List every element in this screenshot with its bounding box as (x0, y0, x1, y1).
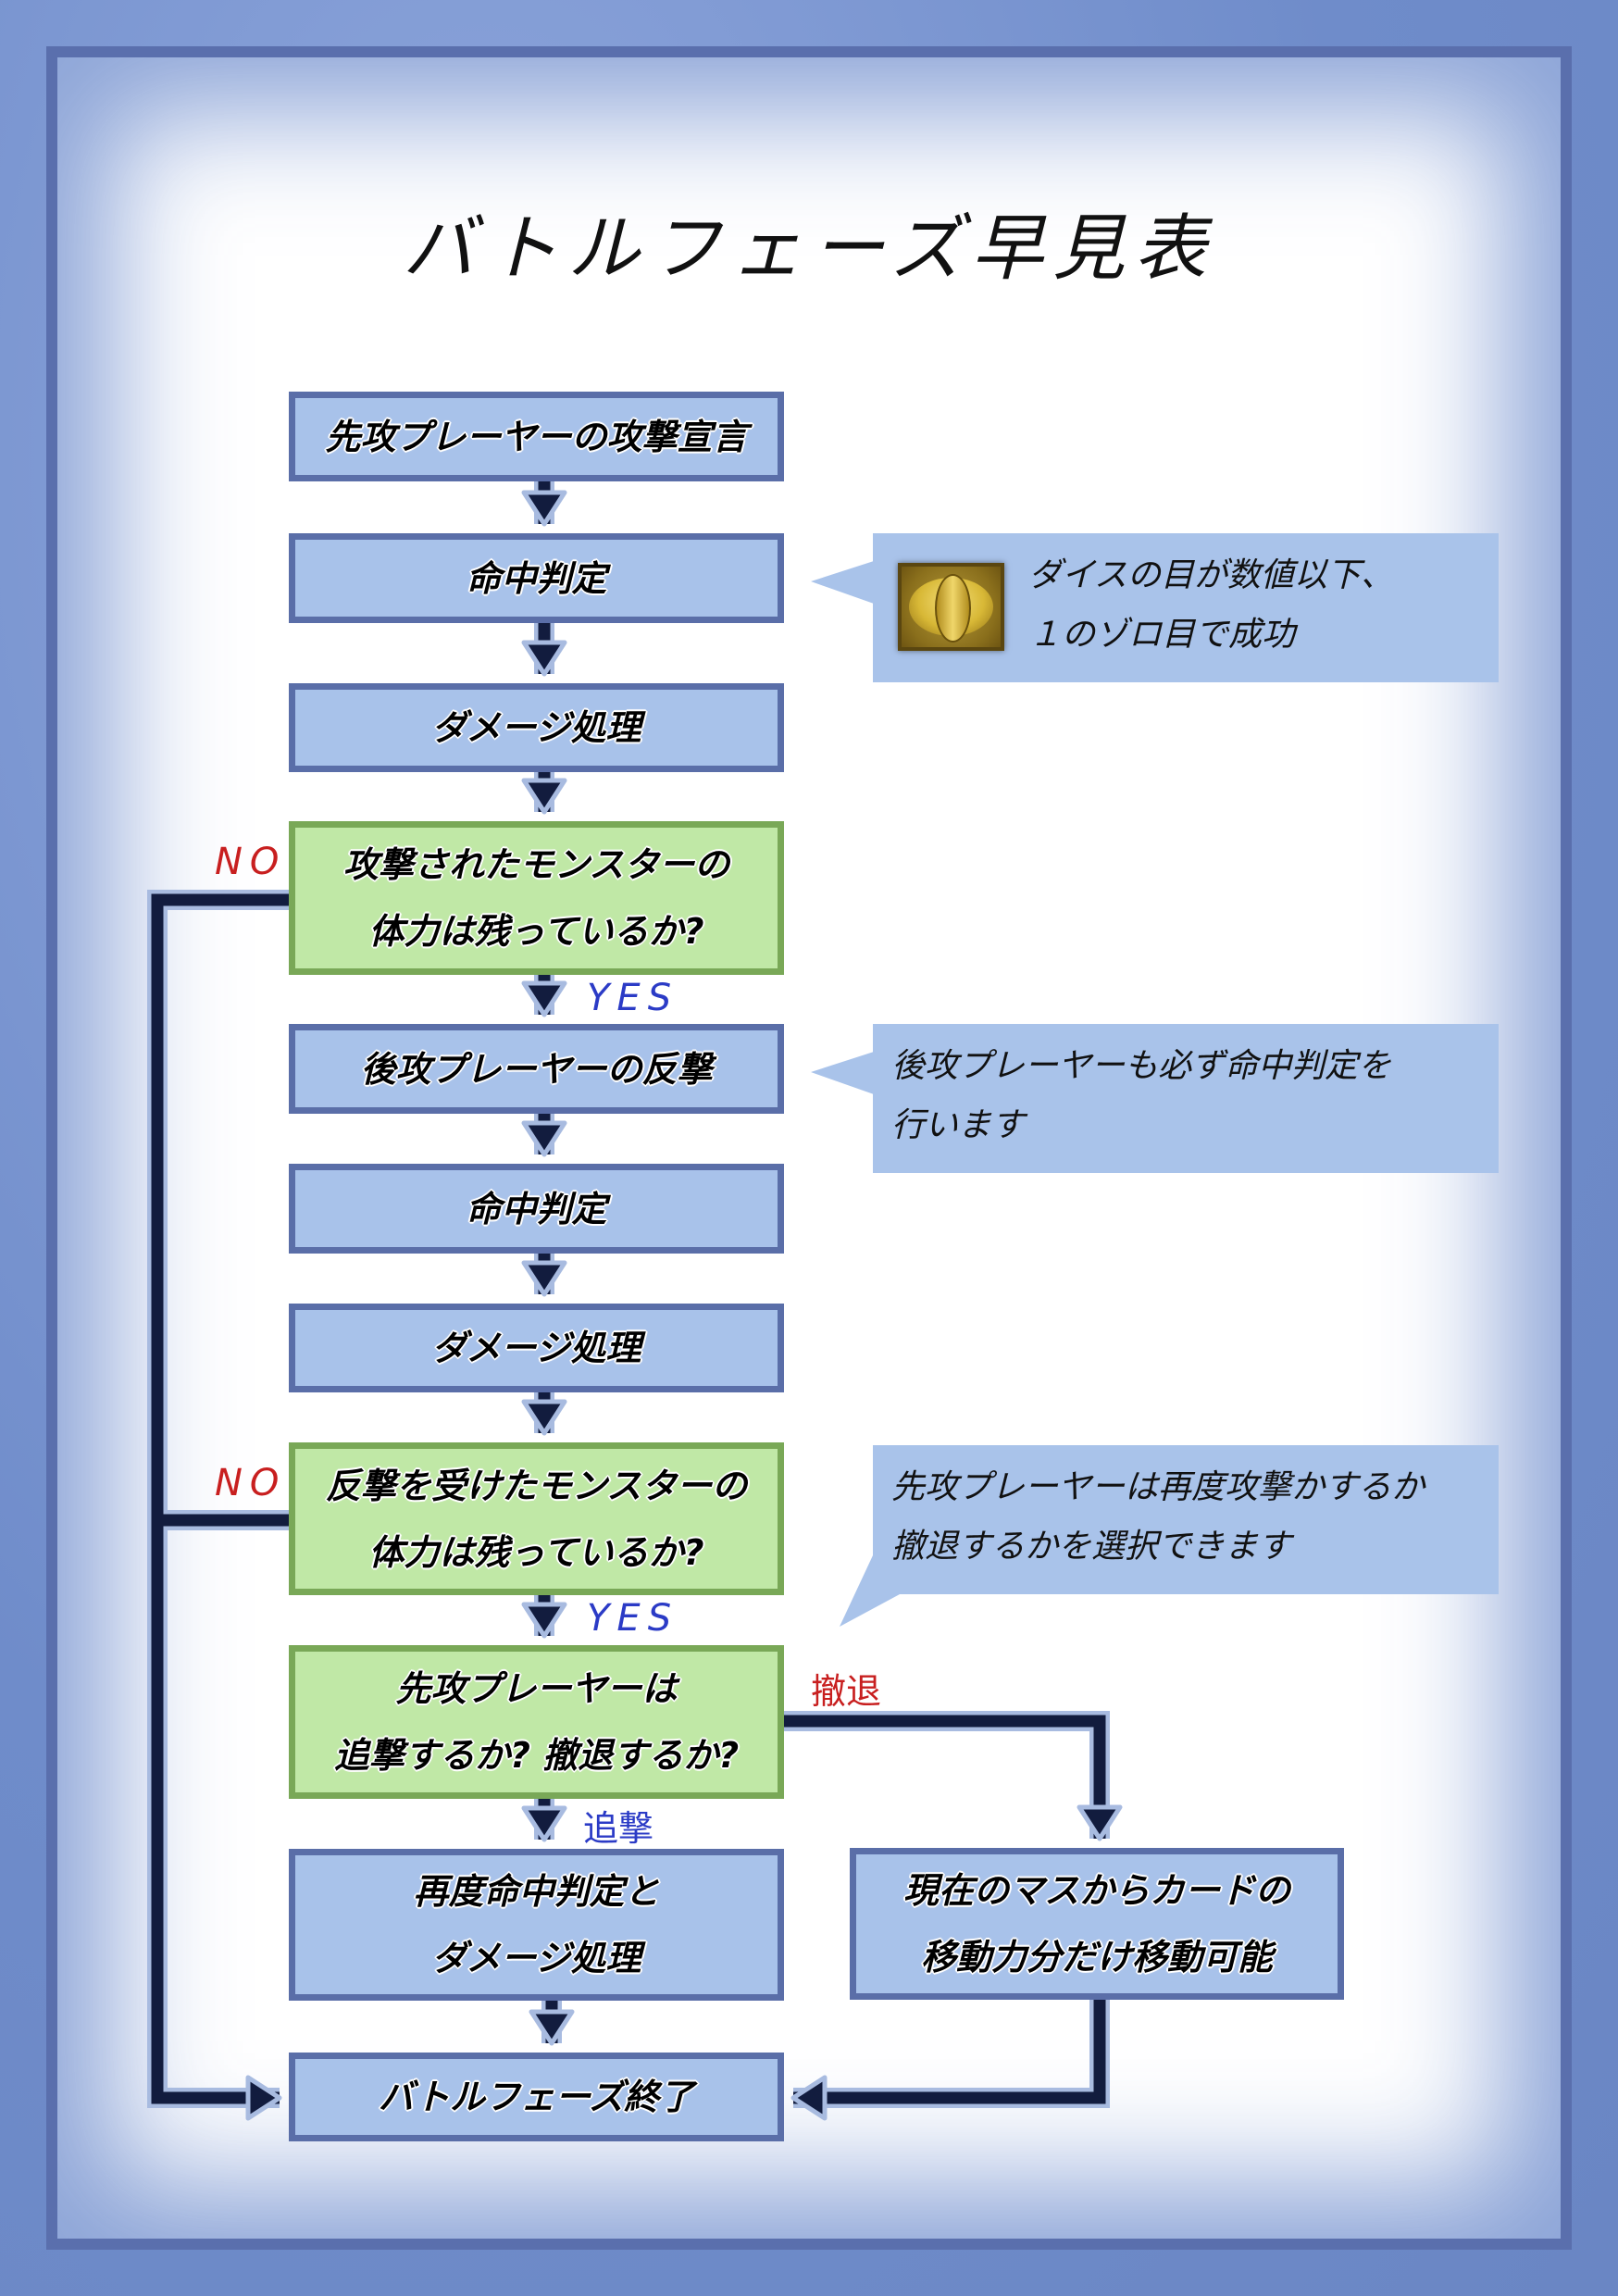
node-hp-check-1: 攻撃されたモンスターの 体力は残っているか? (289, 821, 784, 975)
node-damage-1: ダメージ処理 (289, 683, 784, 772)
node-text: 反撃を受けたモンスターの (325, 1465, 748, 1506)
node-hp-check-2: 反撃を受けたモンスターの 体力は残っているか? (289, 1442, 784, 1595)
page-title: バトルフェーズ早見表 (402, 207, 1216, 291)
eye-pupil (935, 574, 971, 643)
callout-choice-rule: 先攻プレーヤーは再度攻撃かするか 撤退するかを選択できます (873, 1445, 1499, 1594)
node-text: 再度命中判定と (413, 1871, 660, 1912)
callout-text: 先攻プレーヤーは再度攻撃かするか (891, 1468, 1425, 1506)
node-text: 命中判定 (466, 557, 607, 599)
node-battle-end: バトルフェーズ終了 (289, 2053, 784, 2141)
node-text: ダメージ処理 (431, 1328, 641, 1368)
callout-text: ダイスの目が数値以下、 (1028, 556, 1394, 594)
node-text: ダメージ処理 (431, 707, 641, 748)
node-text: バトルフェーズ終了 (378, 2077, 695, 2117)
node-text: 先攻プレーヤーの攻撃宣言 (325, 416, 748, 457)
node-text: 攻撃されたモンスターの (342, 844, 730, 885)
edge-label-no-2: NO (215, 1462, 287, 1504)
node-hit-check-2: 命中判定 (289, 1164, 784, 1254)
node-hit-check-1: 命中判定 (289, 533, 784, 623)
node-text: 先攻プレーヤーは (395, 1668, 678, 1709)
edge-label-retreat: 撤退 (811, 1671, 882, 1712)
node-re-hit-damage: 再度命中判定と ダメージ処理 (289, 1849, 784, 2001)
node-text: 移動力分だけ移動可能 (920, 1937, 1273, 1978)
edge-label-yes-2: YES (587, 1597, 679, 1640)
node-retreat-move: 現在のマスからカードの 移動力分だけ移動可能 (850, 1848, 1344, 2000)
edge-label-pursue: 追撃 (583, 1808, 654, 1849)
node-text: ダメージ処理 (431, 1938, 641, 1978)
node-text: 現在のマスからカードの (902, 1870, 1290, 1911)
node-text: 体力は残っているか? (368, 1531, 704, 1573)
eye-icon (898, 563, 1004, 651)
node-text: 後攻プレーヤーの反撃 (360, 1048, 713, 1090)
edge-label-no-1: NO (215, 841, 287, 883)
node-attack-declare: 先攻プレーヤーの攻撃宣言 (289, 392, 784, 481)
callout-counter-rule: 後攻プレーヤーも必ず命中判定を 行います (873, 1024, 1499, 1173)
node-text: 体力は残っているか? (368, 911, 704, 952)
node-text: 追撃するか? 撤退するか? (333, 1735, 740, 1776)
callout-text: 行います (891, 1106, 1026, 1144)
callout-text: 撤退するかを選択できます (891, 1528, 1292, 1566)
node-counter-attack: 後攻プレーヤーの反撃 (289, 1024, 784, 1114)
node-text: 命中判定 (466, 1188, 607, 1229)
edge-label-yes-1: YES (587, 977, 679, 1019)
callout-text: １のゾロ目で成功 (1028, 616, 1296, 654)
callout-text: 後攻プレーヤーも必ず命中判定を (891, 1047, 1392, 1085)
node-damage-2: ダメージ処理 (289, 1304, 784, 1392)
node-pursue-or-retreat: 先攻プレーヤーは 追撃するか? 撤退するか? (289, 1645, 784, 1799)
